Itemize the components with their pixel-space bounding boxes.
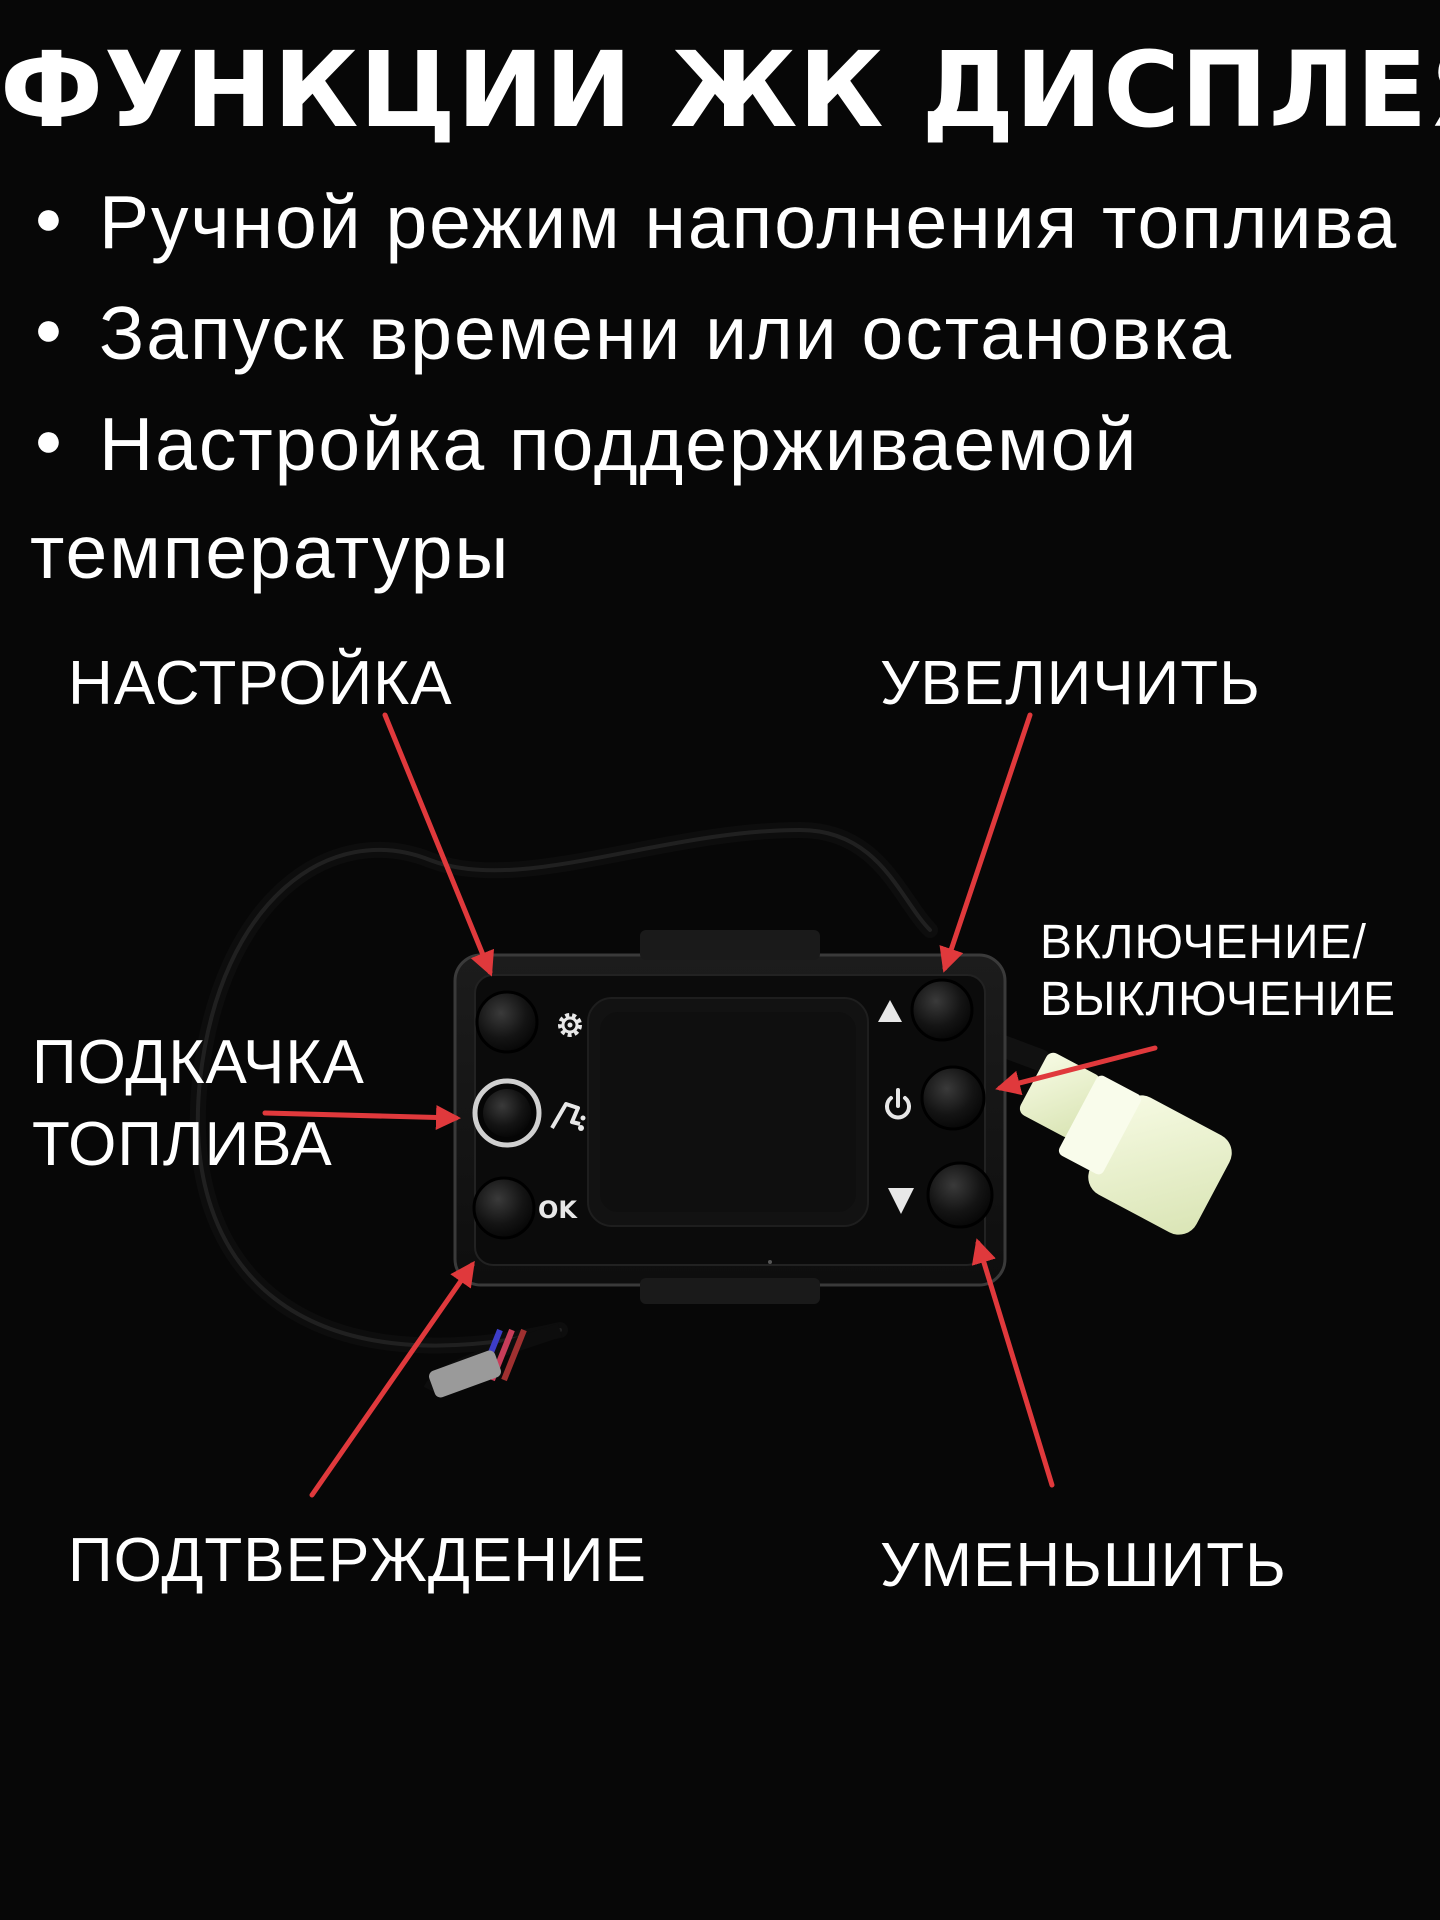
annotation-arrows [262,712,1158,1498]
gear-icon [558,1013,582,1037]
ok-button[interactable] [472,1176,536,1240]
label-settings: НАСТРОЙКА [68,649,453,718]
ok-text: OK [538,1196,578,1224]
arrow-increase [939,712,1033,973]
feature-item: ●Ручной режим наполнения топлива [34,180,1399,264]
label-decrease: УМЕНЬШИТЬ [880,1531,1287,1600]
control-panel [453,930,1007,1304]
power-button[interactable] [920,1065,986,1131]
feature-list: ●Ручной режим наполнения топлива ●Запуск… [30,165,1430,606]
label-fuel-line1: ПОДКАЧКА [32,1028,365,1097]
label-increase: УВЕЛИЧИТЬ [880,649,1261,718]
bullet-icon: ● [34,192,65,245]
arrow-decrease [971,1238,1055,1488]
page-title: ФУНКЦИИ ЖК ДИСПЛЕЯ [0,29,1440,151]
label-power-line1: ВКЛЮЧЕНИЕ/ [1040,916,1367,969]
label-fuel-line2: ТОПЛИВА [32,1109,333,1179]
arrow-power [995,1045,1158,1096]
label-fuel: ПОДКАЧКА ТОПЛИВА [32,1022,365,1186]
arrow-fuel [262,1104,461,1130]
arrow-settings [382,712,495,977]
fuel-pump-button[interactable] [472,1078,542,1148]
fuel-pump-icon [550,1102,586,1131]
triangle-up-icon [878,1000,902,1022]
label-power-line2: ВЫКЛЮЧЕНИЕ [1040,972,1397,1026]
feature-item: ●Запуск времени или остановка [34,291,1234,375]
bullet-icon: ● [34,414,65,467]
connector-plug [989,1034,1232,1235]
feature-item: ●Настройка поддерживаемой температуры [30,402,1139,594]
increase-button[interactable] [910,978,974,1042]
label-confirm: ПОДТВЕРЖДЕНИЕ [68,1526,647,1595]
settings-button[interactable] [475,990,539,1054]
label-power: ВКЛЮЧЕНИЕ/ ВЫКЛЮЧЕНИЕ [1040,915,1396,1028]
cable [189,821,938,1398]
bullet-icon: ● [34,303,65,356]
triangle-down-icon [888,1188,914,1214]
decrease-button[interactable] [926,1161,994,1229]
power-icon [885,1088,911,1120]
arrow-confirm [309,1260,475,1498]
